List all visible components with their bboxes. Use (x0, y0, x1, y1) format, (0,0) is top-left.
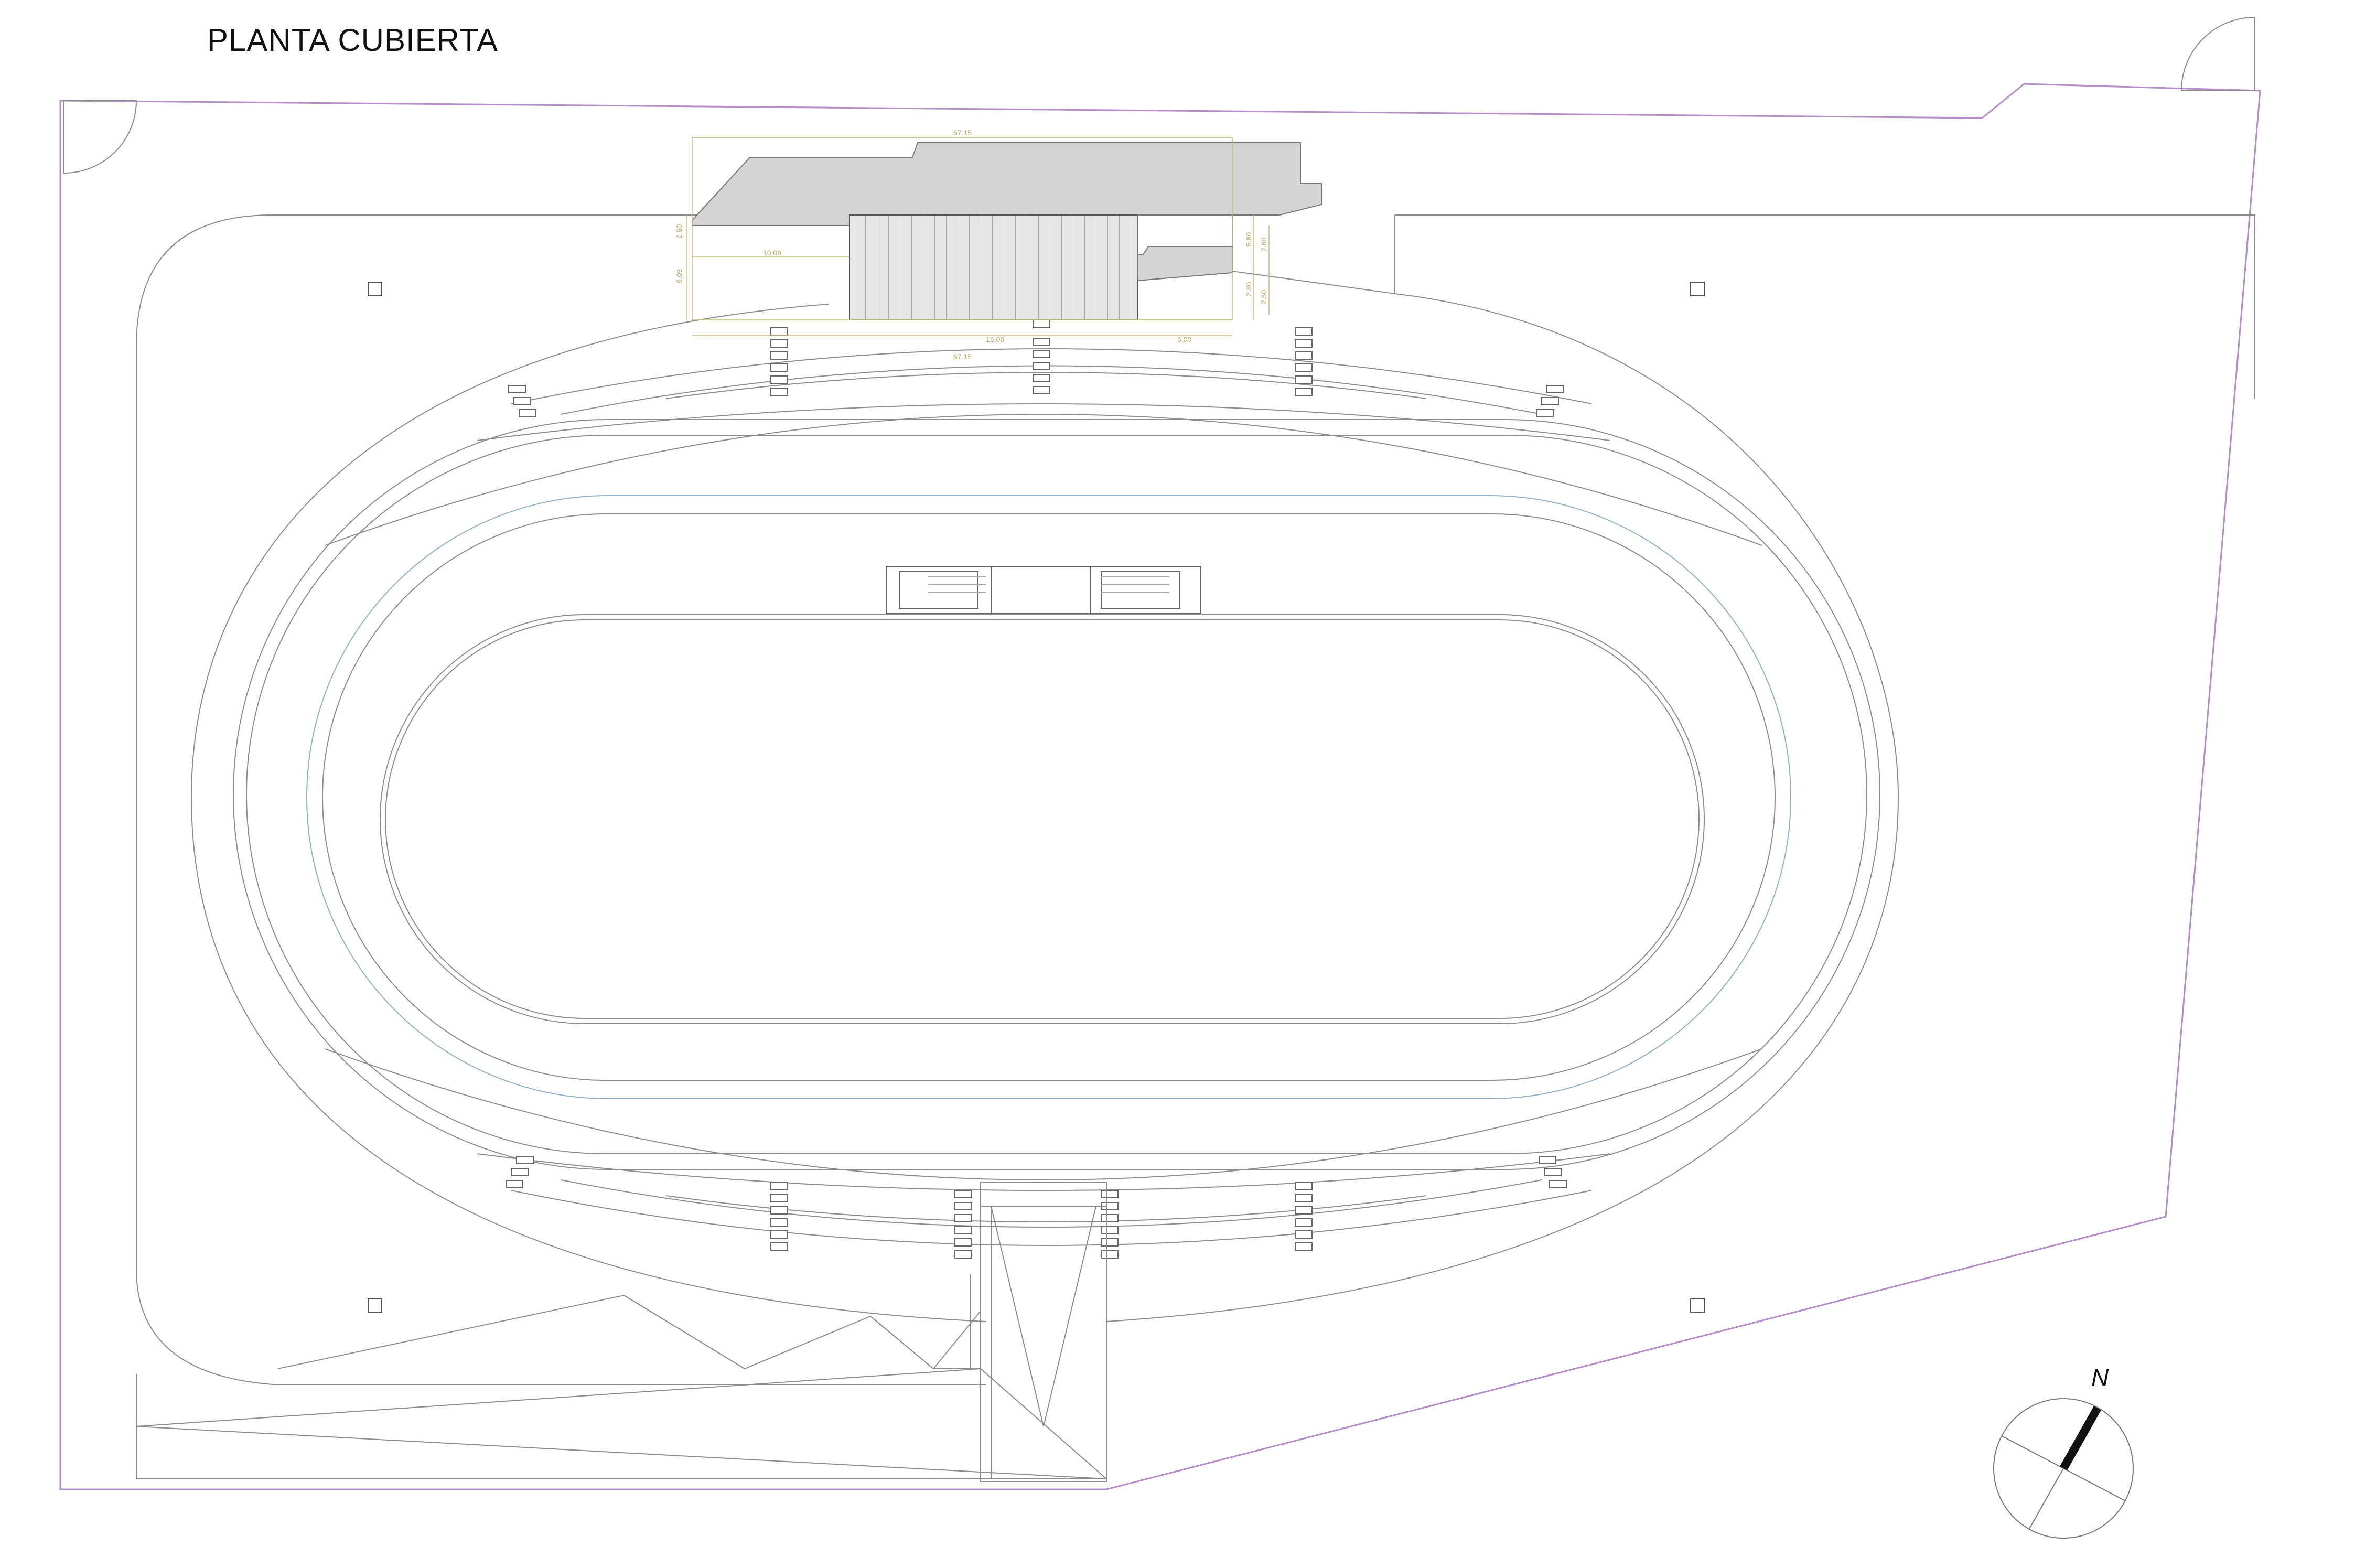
dim-right-height-b: 7.80 (1260, 238, 1268, 252)
column-marker (1690, 282, 1705, 296)
column-marker (368, 1298, 382, 1313)
stand-tiers (325, 348, 1762, 1246)
stadium-outer-ring (190, 214, 1899, 1322)
dim-inner-width: 15.06 (986, 335, 1004, 343)
team-benches (886, 566, 1201, 614)
track-lane (322, 513, 1776, 1081)
column-marker (368, 282, 382, 296)
dim-right-height-c: 2.80 (1244, 282, 1253, 296)
site-boundary (59, 83, 2261, 1490)
door-arc-top-left (63, 100, 137, 174)
field-outer (380, 614, 1705, 1024)
north-arrow (1993, 1398, 2134, 1539)
track-outer (233, 419, 1880, 1170)
drawing-title: PLANTA CUBIERTA (207, 23, 499, 58)
dim-bottom-width: 67.15 (953, 352, 972, 361)
south-entrance (136, 1182, 1107, 1482)
door-arc-top-right (2180, 17, 2255, 91)
dim-mid-width: 10.06 (763, 249, 781, 257)
column-marker (1690, 1298, 1705, 1313)
dim-top-width: 67.15 (953, 128, 972, 137)
north-label: N (2091, 1364, 2109, 1391)
track-second (246, 435, 1867, 1154)
dim-right-height-d: 2.50 (1260, 290, 1268, 304)
dim-left-height-b: 6.09 (675, 269, 683, 283)
plaza-outline (136, 214, 2255, 1479)
track-blue-edge (306, 495, 1791, 1099)
dimension-lines (686, 137, 1270, 336)
main-stand-roof (692, 142, 1322, 320)
dim-right-height-a: 5.80 (1244, 232, 1253, 246)
field-inner (385, 619, 1700, 1019)
dim-left-height-a: 6.60 (675, 224, 683, 239)
dim-side-width: 5.00 (1177, 335, 1191, 343)
stair-markers (506, 319, 1567, 1259)
